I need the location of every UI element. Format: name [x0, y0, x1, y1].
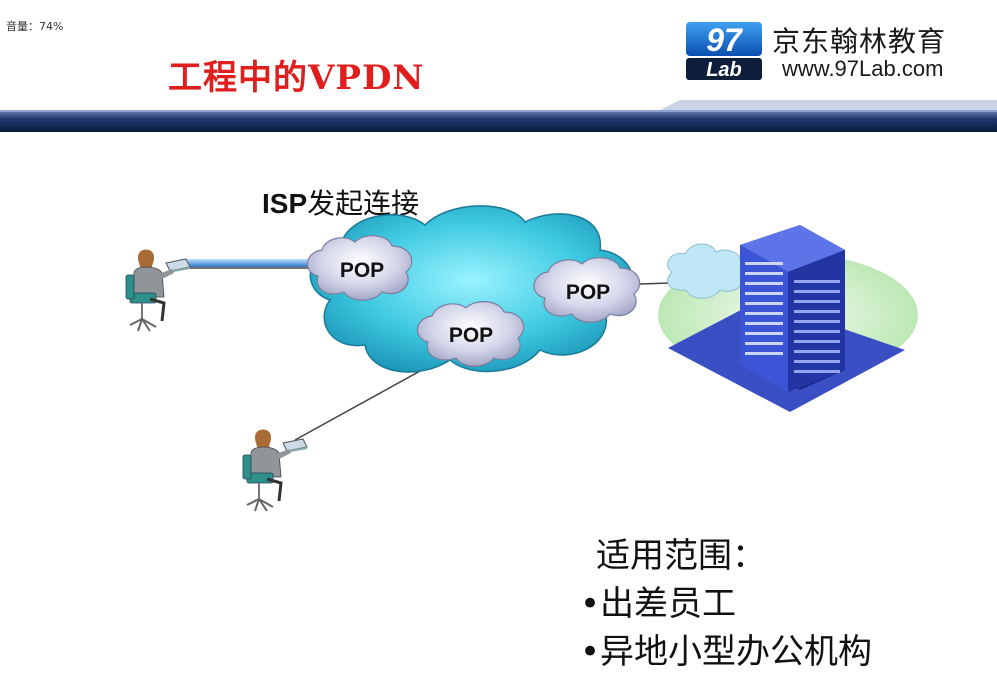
network-diagram: POP POP POP — [125, 205, 918, 512]
tunnel-link — [180, 259, 310, 267]
remote-user-2 — [242, 429, 308, 512]
pop-label-left: POP — [340, 259, 384, 282]
pop-label-bottom: POP — [449, 324, 493, 347]
pop-cloud-left: POP — [307, 235, 413, 301]
remote-user-1 — [125, 249, 191, 332]
logo-bottom-text: Lab — [706, 59, 742, 81]
scope-item-1: •出差员工 — [580, 584, 737, 624]
logo-top-text: 97 — [706, 22, 744, 58]
pop-cloud-bottom: POP — [417, 301, 525, 367]
building-icon — [740, 225, 845, 392]
scope-item-2: •异地小型办公机构 — [580, 632, 873, 672]
pop-cloud-right: POP — [533, 257, 641, 323]
isp-label: ISP发起连接 — [262, 182, 419, 222]
site-cloud — [667, 243, 745, 299]
header-bar — [0, 100, 997, 132]
brand-name: 京东翰林教育 — [772, 25, 947, 58]
97lab-logo: 97 Lab — [686, 22, 762, 81]
volume-indicator: 音量：74% — [6, 20, 64, 33]
brand-url: www.97Lab.com — [782, 56, 944, 81]
scope-list: 适用范围： •出差员工 •异地小型办公机构 — [580, 532, 872, 676]
isp-suffix: 发起连接 — [307, 187, 420, 220]
scope-heading: 适用范围： — [596, 536, 766, 576]
corporate-headquarters — [658, 225, 918, 412]
slide-title: 工程中的VPDN — [168, 58, 425, 98]
dialup-line-2 — [294, 359, 441, 441]
pop-label-right: POP — [566, 281, 610, 304]
isp-prefix: ISP — [262, 188, 308, 219]
